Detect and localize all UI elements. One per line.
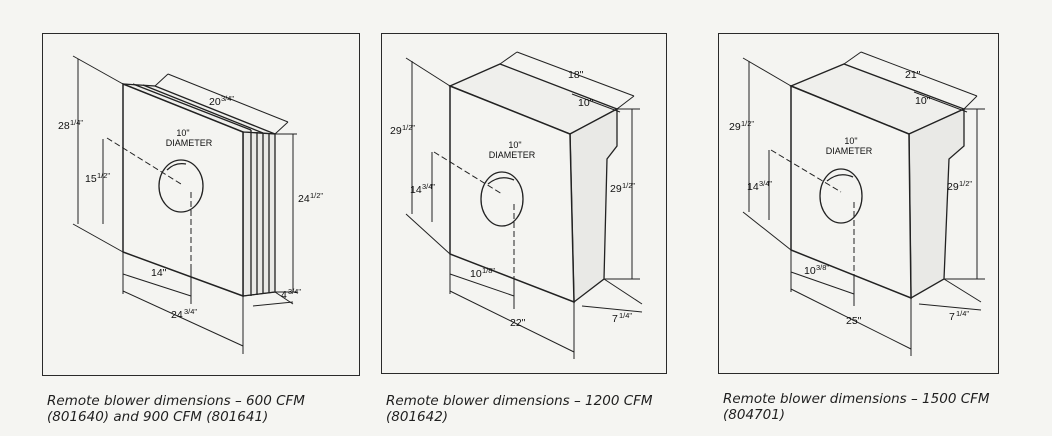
overall-height-whole: 29 (729, 121, 741, 133)
overall-height-whole: 29 (390, 125, 402, 137)
base-depth-whole: 4 (281, 289, 287, 301)
center-height-fraction: 3/4" (759, 179, 772, 188)
top-depth-fraction: 3/4" (221, 94, 234, 103)
base-width-whole: 24 (171, 309, 183, 321)
base-depth-fraction: 1/4" (619, 311, 632, 320)
caption-line-2: (801642) (386, 409, 449, 425)
top-depth: 21" (905, 69, 921, 81)
diagram-panel-1500-cfm: 10" DIAMETER 29 1/2" 14 3/4" 21" 10" 29 … (718, 33, 999, 374)
center-height-whole: 14 (410, 184, 422, 196)
side-height-fraction: 1/2" (959, 179, 972, 188)
caption-line-2: (804701) (723, 407, 786, 423)
diameter-label: DIAMETER (489, 150, 536, 160)
collar-depth: 10" (915, 95, 931, 107)
side-height-whole: 24 (298, 193, 310, 205)
duct-collar (480, 171, 524, 227)
overall-height-fraction: 1/2" (741, 119, 754, 128)
side-height-whole: 29 (947, 181, 959, 193)
diagram-panel-1200-cfm: 10" DIAMETER 29 1/2" 14 3/4" 18" 10" 29 … (381, 33, 667, 374)
overall-height-fraction: 1/4" (70, 118, 83, 127)
top-depth-whole: 20 (209, 96, 221, 108)
center-offset: 14" (151, 267, 167, 279)
caption-line-1: Remote blower dimensions – 1200 CFM (386, 393, 653, 409)
diameter-value: 10" (508, 140, 521, 150)
side-height-fraction: 1/2" (310, 191, 323, 200)
housing-side-face (569, 107, 618, 304)
base-depth-fraction: 3/4" (288, 287, 301, 296)
diameter-value: 10" (844, 136, 857, 146)
blower-drawing-1200: 10" DIAMETER 29 1/2" 14 3/4" 18" 10" 29 … (390, 51, 643, 359)
blower-drawing-1500: 10" DIAMETER 29 1/2" 14 3/4" 21" 10" 29 … (729, 51, 985, 356)
duct-collar (819, 168, 863, 224)
center-height-whole: 14 (747, 181, 759, 193)
base-depth-fraction: 1/4" (956, 309, 969, 318)
blower-drawing-600-900: 10" DIAMETER 28 1/4" 15 1/2" 20 3/4" 24 … (58, 55, 323, 354)
side-height-fraction: 1/2" (622, 181, 635, 190)
housing-side-face (908, 107, 965, 300)
center-offset-whole: 10 (470, 268, 482, 280)
diameter-label: DIAMETER (166, 138, 213, 148)
base-depth-whole: 7 (949, 311, 955, 323)
caption-line-2: (801640) and 900 CFM (801641) (47, 409, 269, 425)
side-height-whole: 29 (610, 183, 622, 195)
center-offset-fraction: 3/8" (816, 263, 829, 272)
center-offset-whole: 10 (804, 265, 816, 277)
housing-side-face (242, 131, 276, 297)
overall-height-fraction: 1/2" (402, 123, 415, 132)
caption-line-1: Remote blower dimensions – 1500 CFM (723, 391, 990, 407)
caption-line-1: Remote blower dimensions – 600 CFM (47, 393, 305, 409)
caption-1500-cfm: Remote blower dimensions – 1500 CFM (804… (723, 391, 990, 423)
collar-depth: 10" (578, 97, 594, 109)
base-depth-whole: 7 (612, 313, 618, 325)
caption-600-900-cfm: Remote blower dimensions – 600 CFM (8016… (47, 393, 305, 425)
center-offset-fraction: 1/8" (482, 266, 495, 275)
base-width: 22" (510, 317, 526, 329)
duct-collar (158, 159, 204, 213)
caption-1200-cfm: Remote blower dimensions – 1200 CFM (801… (386, 393, 653, 425)
diameter-value: 10" (176, 128, 189, 138)
center-height-fraction: 3/4" (422, 182, 435, 191)
base-width-fraction: 3/4" (184, 307, 197, 316)
center-height-fraction: 1/2" (97, 171, 110, 180)
diagram-panel-600-900-cfm: 10" DIAMETER 28 1/4" 15 1/2" 20 3/4" 24 … (42, 33, 360, 376)
diameter-label: DIAMETER (826, 146, 873, 156)
top-depth: 18" (568, 69, 584, 81)
base-width: 25" (846, 315, 862, 327)
center-height-whole: 15 (85, 173, 97, 185)
overall-height-whole: 28 (58, 120, 70, 132)
